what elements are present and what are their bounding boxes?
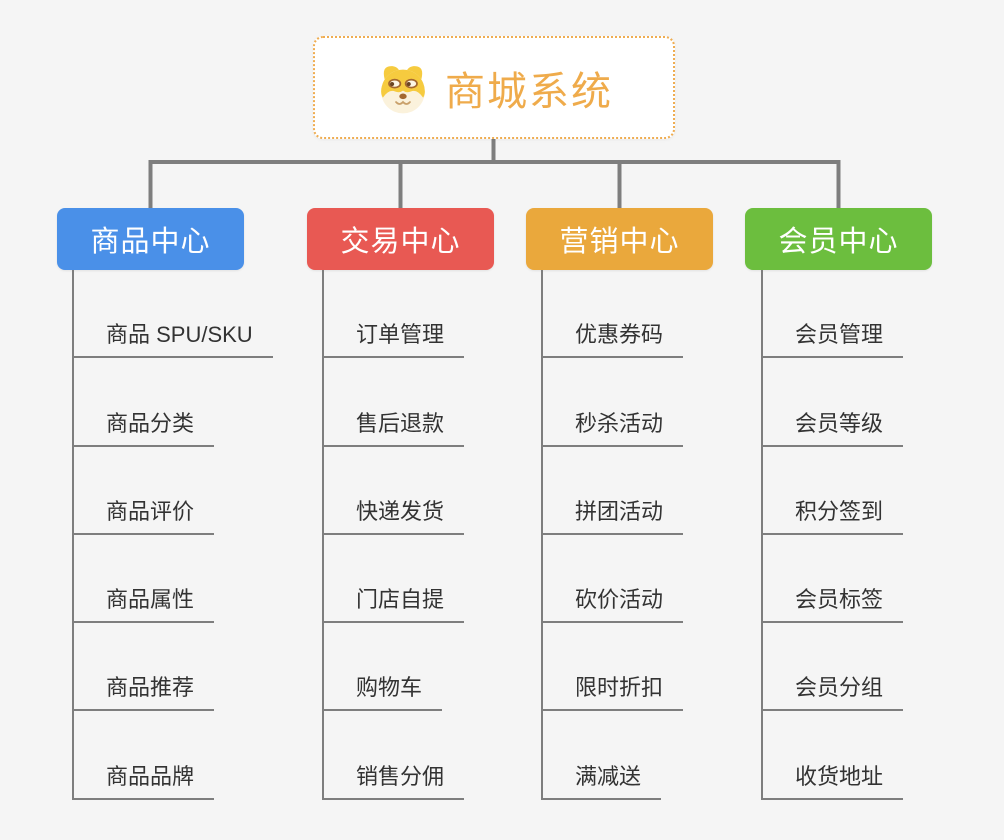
leaf-topic[interactable]: 商品 SPU/SKU (74, 270, 273, 359)
branch-header-product-center[interactable]: 商品中心 (57, 208, 244, 270)
leaf-topic[interactable]: 会员标签 (763, 535, 904, 624)
leaf-topic[interactable]: 会员分组 (763, 623, 904, 712)
branch-header-trade-center[interactable]: 交易中心 (307, 208, 494, 270)
branch-children-trade-center: 订单管理 售后退款 快递发货 门店自提 购物车 销售分佣 (322, 270, 465, 800)
leaf-topic[interactable]: 快递发货 (324, 447, 465, 535)
leaf-topic[interactable]: 会员等级 (763, 358, 904, 447)
leaf-topic[interactable]: 拼团活动 (543, 447, 684, 535)
branch-header-marketing-center[interactable]: 营销中心 (526, 208, 713, 270)
leaf-topic[interactable]: 门店自提 (324, 535, 465, 624)
leaf-topic[interactable]: 商品品牌 (74, 711, 215, 800)
branch-children-marketing-center: 优惠券码 秒杀活动 拼团活动 砍价活动 限时折扣 满减送 (541, 270, 684, 800)
leaf-topic[interactable]: 收货地址 (763, 711, 904, 800)
leaf-topic[interactable]: 限时折扣 (543, 623, 684, 712)
branch-header-member-center[interactable]: 会员中心 (745, 208, 932, 270)
leaf-topic[interactable]: 商品分类 (74, 358, 215, 447)
leaf-topic[interactable]: 积分签到 (763, 447, 904, 535)
leaf-topic[interactable]: 售后退款 (324, 358, 465, 447)
leaf-topic[interactable]: 秒杀活动 (543, 358, 684, 447)
leaf-topic[interactable]: 会员管理 (763, 270, 904, 359)
branch-children-product-center: 商品 SPU/SKU 商品分类 商品评价 商品属性 商品推荐 商品品牌 (72, 270, 273, 800)
leaf-topic[interactable]: 销售分佣 (324, 711, 465, 800)
leaf-topic[interactable]: 商品评价 (74, 447, 215, 535)
root-node[interactable]: 商城系统 (313, 36, 675, 139)
leaf-topic[interactable]: 砍价活动 (543, 535, 684, 624)
leaf-topic[interactable]: 商品属性 (74, 535, 215, 624)
leaf-topic[interactable]: 订单管理 (324, 270, 465, 359)
root-title: 商城系统 (445, 69, 613, 114)
leaf-topic[interactable]: 商品推荐 (74, 623, 215, 712)
shiba-dog-icon (375, 60, 431, 116)
branch-children-member-center: 会员管理 会员等级 积分签到 会员标签 会员分组 收货地址 (761, 270, 904, 800)
leaf-topic[interactable]: 优惠券码 (543, 270, 684, 359)
leaf-topic[interactable]: 购物车 (324, 623, 443, 712)
leaf-topic[interactable]: 满减送 (543, 711, 662, 800)
